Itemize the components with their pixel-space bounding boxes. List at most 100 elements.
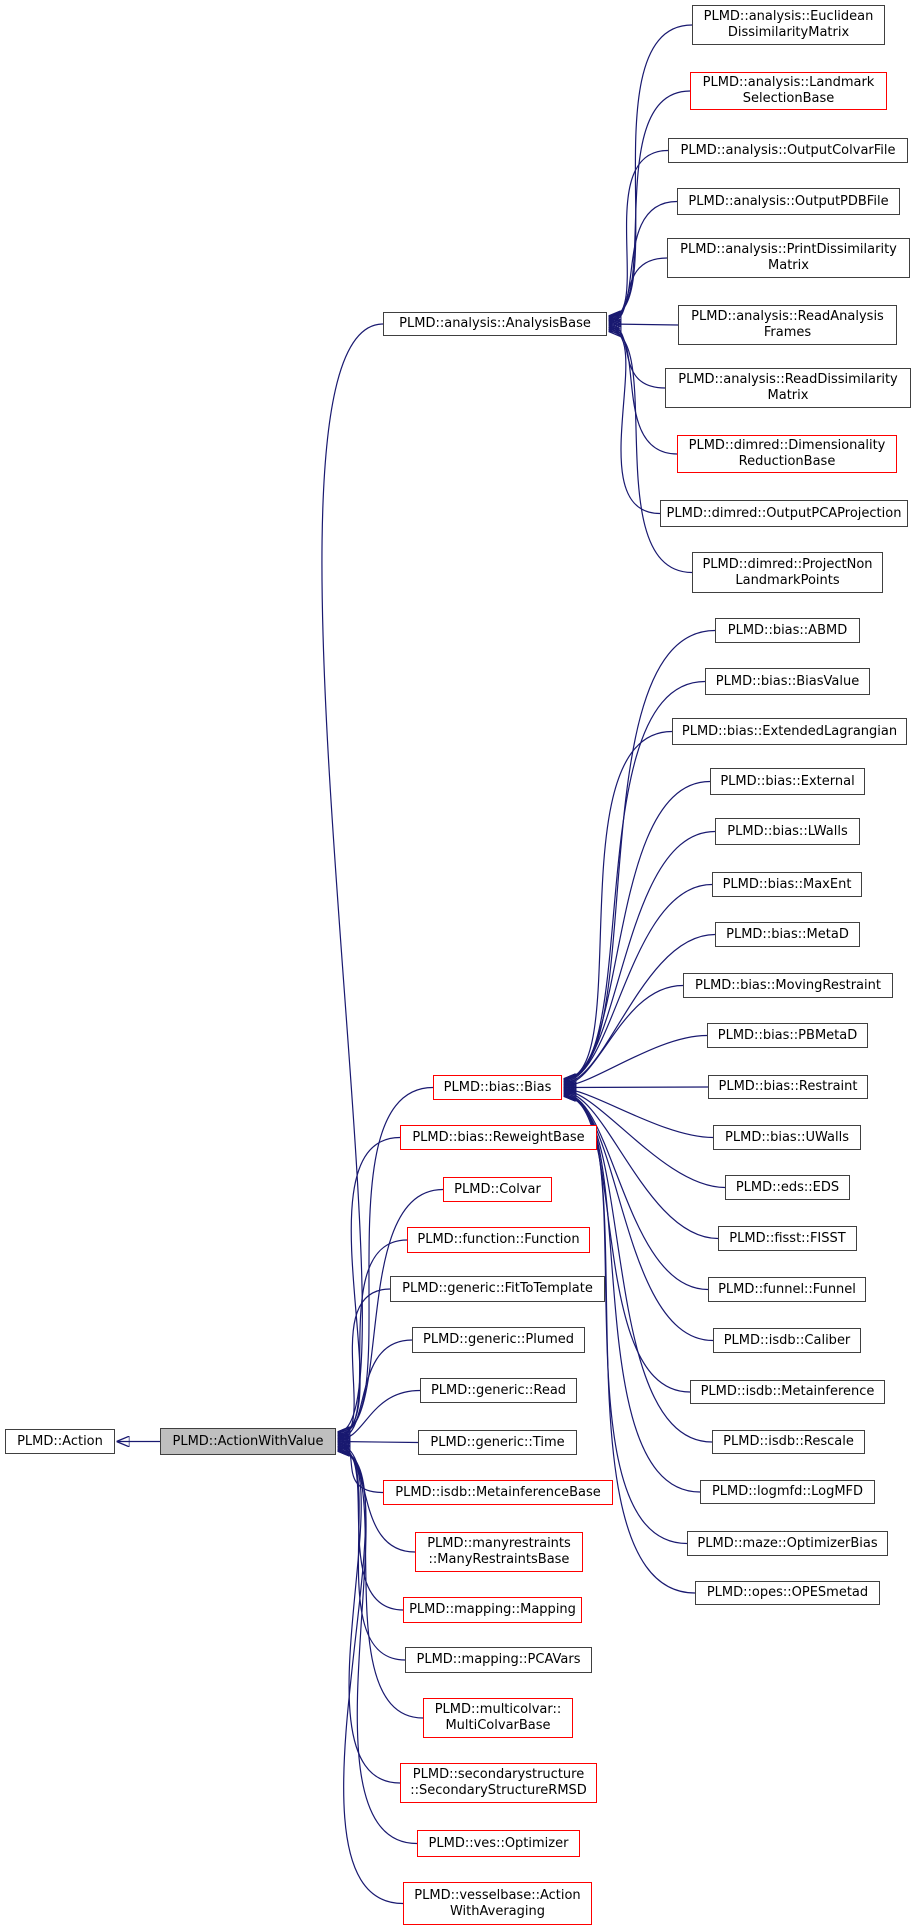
class-node-label: PLMD::manyrestraints	[427, 1536, 571, 1551]
class-node-label: PLMD::generic::FitToTemplate	[402, 1281, 593, 1296]
class-node-label: Frames	[763, 325, 812, 340]
class-node-analysisbase[interactable]: PLMD::analysis::AnalysisBase	[383, 312, 607, 336]
class-node-label: WithAveraging	[449, 1903, 545, 1919]
class-node-label: PLMD::opes::OPESmetad	[706, 1585, 869, 1600]
class-node-funnel[interactable]: PLMD::funnel::Funnel	[708, 1277, 866, 1302]
class-node-label: PLMD::funnel::Funnel	[718, 1281, 856, 1297]
class-node-colvar[interactable]: PLMD::Colvar	[443, 1177, 552, 1202]
class-node-biasvalue[interactable]: PLMD::bias::BiasValue	[705, 668, 870, 695]
class-node-opesmetad[interactable]: PLMD::opes::OPESmetad	[695, 1581, 880, 1605]
class-node-label: PLMD::generic::Read	[430, 1382, 567, 1398]
class-node-label: PLMD::isdb::Caliber	[723, 1332, 851, 1348]
class-node-label: PLMD::multicolvar::	[434, 1702, 562, 1717]
class-node-label: PLMD::maze::OptimizerBias	[697, 1535, 878, 1551]
class-node-pbmetad[interactable]: PLMD::bias::PBMetaD	[707, 1023, 868, 1048]
class-node-label: PLMD::ActionWithValue	[172, 1433, 324, 1449]
inheritance-edge-eds-to-bias	[564, 1091, 726, 1189]
class-node-movingrestraint[interactable]: PLMD::bias::MovingRestraint	[683, 973, 893, 998]
class-node-label: PLMD::isdb::Metainference	[700, 1384, 875, 1399]
class-node-time[interactable]: PLMD::generic::Time	[418, 1430, 577, 1455]
class-node-fisst[interactable]: PLMD::fisst::FISST	[718, 1226, 857, 1251]
class-node-label: PLMD::Action	[17, 1433, 103, 1449]
class-node-actionwithvalue: PLMD::ActionWithValue	[160, 1428, 336, 1455]
class-node-outputpdbfile[interactable]: PLMD::analysis::OutputPDBFile	[677, 188, 900, 215]
inheritance-edge-plumed-to-actionwithvalue	[338, 1339, 413, 1438]
class-node-lwalls[interactable]: PLMD::bias::LWalls	[715, 818, 860, 845]
class-node-label: PLMD::bias::ReweightBase	[412, 1129, 585, 1145]
class-node-label: PLMD::eds::EDS	[735, 1179, 840, 1195]
class-node-reweightbase[interactable]: PLMD::bias::ReweightBase	[400, 1125, 597, 1150]
class-node-pcavars[interactable]: PLMD::mapping::PCAVars	[405, 1647, 592, 1673]
class-node-uwalls[interactable]: PLMD::bias::UWalls	[713, 1125, 861, 1150]
inheritance-edge-projectnonlandmarkpoints-to-analysisbase	[609, 331, 693, 574]
class-node-secondarystructurermsd[interactable]: PLMD::secondarystructure::SecondaryStruc…	[400, 1763, 597, 1803]
class-node-logmfd[interactable]: PLMD::logmfd::LogMFD	[700, 1480, 875, 1504]
class-node-multicolvarbase[interactable]: PLMD::multicolvar::MultiColvarBase	[423, 1698, 573, 1738]
class-node-outputcolvarfile[interactable]: PLMD::analysis::OutputColvarFile	[668, 138, 908, 163]
class-node-label: PLMD::analysis::Euclidean	[703, 9, 874, 24]
class-node-restraint[interactable]: PLMD::bias::Restraint	[708, 1075, 868, 1099]
class-node-caliber[interactable]: PLMD::isdb::Caliber	[713, 1328, 861, 1353]
class-node-label: PLMD::secondarystructure	[412, 1767, 585, 1782]
class-node-label: DissimilarityMatrix	[727, 25, 850, 40]
class-node-label: Matrix	[768, 258, 809, 273]
class-node-metad[interactable]: PLMD::bias::MetaD	[715, 922, 860, 947]
class-node-label: ReductionBase	[738, 454, 836, 469]
class-node-optimizerbias[interactable]: PLMD::maze::OptimizerBias	[687, 1531, 888, 1556]
class-node-label: PLMD::generic::Plumed	[422, 1332, 575, 1347]
class-node-read[interactable]: PLMD::generic::Read	[420, 1378, 577, 1403]
class-node-fittotemplate[interactable]: PLMD::generic::FitToTemplate	[390, 1276, 605, 1302]
class-node-label: PLMD::bias::UWalls	[725, 1129, 849, 1145]
class-node-label: PLMD::dimred::Dimensionality	[688, 438, 886, 453]
class-node-label: PLMD::logmfd::LogMFD	[711, 1484, 864, 1499]
class-node-label: SelectionBase	[742, 91, 835, 106]
inheritance-edge-secondarystructurermsd-to-actionwithvalue	[338, 1451, 401, 1784]
class-node-eds[interactable]: PLMD::eds::EDS	[725, 1175, 850, 1200]
class-node-label: PLMD::Colvar	[454, 1181, 541, 1197]
class-node-maxent[interactable]: PLMD::bias::MaxEnt	[712, 872, 862, 897]
class-node-metainferencebase[interactable]: PLMD::isdb::MetainferenceBase	[383, 1480, 613, 1505]
class-node-label: LandmarkPoints	[735, 572, 840, 588]
inheritance-edge-analysisbase-to-actionwithvalue	[321, 323, 384, 1432]
class-node-mapping[interactable]: PLMD::mapping::Mapping	[403, 1597, 582, 1623]
class-node-rescale[interactable]: PLMD::isdb::Rescale	[712, 1430, 865, 1454]
class-node-outputpcaprojection[interactable]: PLMD::dimred::OutputPCAProjection	[660, 500, 908, 527]
inheritance-edge-metad-to-bias	[564, 933, 716, 1083]
class-node-label: PLMD::analysis::OutputPDBFile	[688, 193, 889, 209]
inheritance-edge-lwalls-to-bias	[564, 830, 716, 1080]
class-node-label: PLMD::bias::BiasValue	[715, 673, 860, 689]
class-node-external[interactable]: PLMD::bias::External	[710, 768, 865, 795]
class-node-label: PLMD::function::Function	[417, 1232, 580, 1247]
class-node-function[interactable]: PLMD::function::Function	[407, 1227, 590, 1253]
class-node-label: PLMD::analysis::ReadAnalysis	[691, 309, 884, 324]
class-node-label: PLMD::generic::Time	[430, 1434, 565, 1450]
class-node-label: PLMD::bias::ABMD	[727, 622, 848, 638]
class-node-label: PLMD::bias::Bias	[443, 1079, 552, 1095]
class-node-label: PLMD::analysis::OutputColvarFile	[680, 142, 896, 158]
class-node-optimizer[interactable]: PLMD::ves::Optimizer	[417, 1830, 580, 1857]
inheritance-edge-fisst-to-bias	[564, 1092, 719, 1240]
class-node-action[interactable]: PLMD::Action	[5, 1429, 115, 1454]
class-node-metainference[interactable]: PLMD::isdb::Metainference	[690, 1380, 885, 1404]
class-node-label: MultiColvarBase	[445, 1718, 551, 1733]
class-node-label: PLMD::mapping::Mapping	[409, 1602, 576, 1617]
inheritance-edge-extendedlagrangian-to-bias	[564, 730, 673, 1080]
class-node-label: PLMD::mapping::PCAVars	[416, 1652, 581, 1667]
class-node-label: PLMD::analysis::ReadDissimilarity	[678, 372, 898, 387]
class-node-plumed[interactable]: PLMD::generic::Plumed	[412, 1327, 585, 1353]
class-node-label: PLMD::analysis::PrintDissimilarity	[680, 242, 897, 257]
class-node-extendedlagrangian[interactable]: PLMD::bias::ExtendedLagrangian	[672, 718, 907, 745]
inheritance-edge-funnel-to-bias	[564, 1094, 709, 1291]
class-node-bias[interactable]: PLMD::bias::Bias	[433, 1075, 562, 1100]
class-node-manyrestraintsbase[interactable]: PLMD::manyrestraints::ManyRestraintsBase	[415, 1532, 583, 1572]
class-node-abmd[interactable]: PLMD::bias::ABMD	[715, 618, 860, 643]
